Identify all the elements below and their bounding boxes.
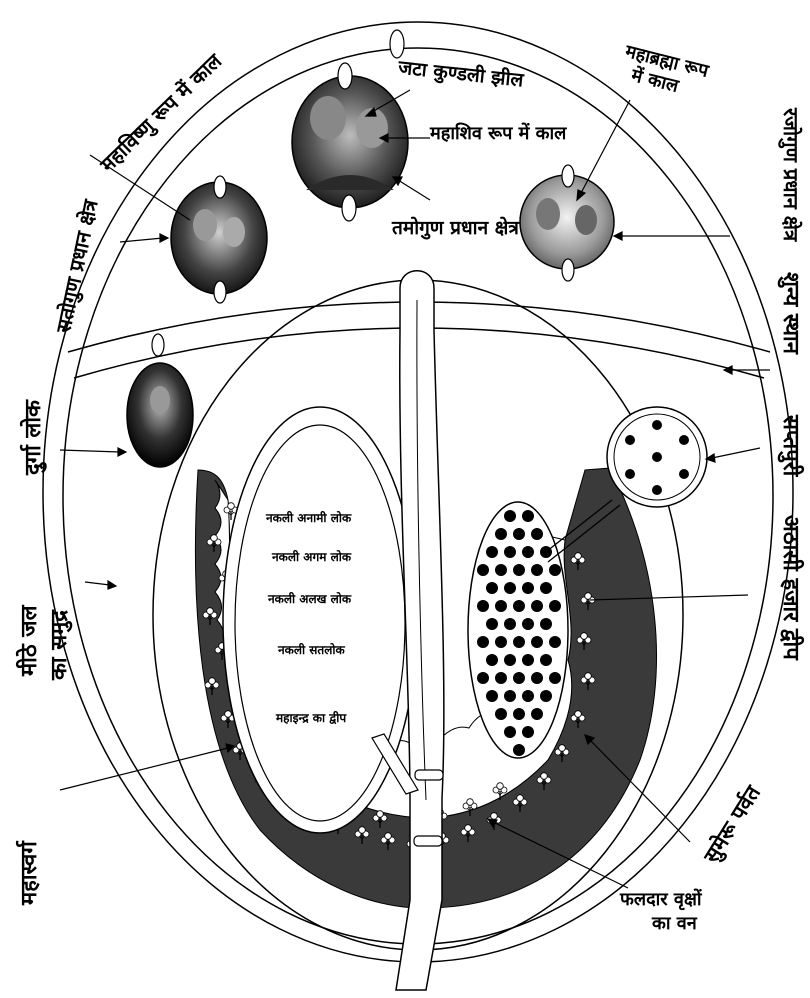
island-dot: [513, 636, 525, 648]
island-dot: [477, 600, 489, 612]
brahma-bottom-node: [562, 259, 574, 281]
island-dot: [540, 582, 552, 594]
island-dot: [513, 528, 525, 540]
label-nakli-agam: नकली अगम लोक: [272, 551, 351, 564]
island-dot: [486, 546, 498, 558]
top-node: [390, 30, 404, 58]
island-dot: [477, 564, 489, 576]
island-dot: [504, 654, 516, 666]
island-dot: [522, 510, 534, 522]
island-dot: [522, 654, 534, 666]
naqli-lok-outer: [223, 407, 417, 833]
label-mahaindra: महाइन्द्र का द्वीप: [276, 712, 346, 725]
island-dot: [504, 726, 516, 738]
island-dot: [531, 708, 543, 720]
island-dot: [522, 618, 534, 630]
island-dot: [522, 582, 534, 594]
shiva-top-node: [338, 63, 352, 89]
brahma-savitri-image: [520, 175, 614, 269]
island-dot: [477, 636, 489, 648]
island-dot: [477, 672, 489, 684]
island-dot: [531, 564, 543, 576]
shaft-ring-1: [415, 770, 443, 780]
island-dot: [486, 582, 498, 594]
island-dot: [549, 600, 561, 612]
island-dot: [522, 690, 534, 702]
label-durga: दुर्गा लोक: [22, 400, 46, 475]
brahma-top-node: [562, 165, 574, 187]
label-meethe-line2: का समुद्र: [48, 610, 72, 680]
island-dot: [495, 564, 507, 576]
island-dot: [513, 600, 525, 612]
shaft-ring-2: [414, 836, 442, 846]
island-dot: [522, 546, 534, 558]
island-dot: [504, 582, 516, 594]
label-shunya: शुन्य स्थान: [778, 272, 802, 354]
island-dot: [540, 690, 552, 702]
island-dot: [513, 564, 525, 576]
island-dot: [495, 708, 507, 720]
island-dot: [513, 708, 525, 720]
shiva-parvati-image: [292, 76, 408, 208]
island-dot: [549, 636, 561, 648]
island-dot: [531, 672, 543, 684]
island-dot: [540, 618, 552, 630]
label-phaldar-line2: का वन: [652, 914, 697, 934]
shiva-bottom-node: [342, 195, 356, 221]
label-nakli-anami: नकली अनामी लोक: [266, 512, 351, 525]
island-dot: [486, 690, 498, 702]
durga-top-node: [152, 334, 164, 356]
label-nakli-satlok: नकली सतलोक: [278, 644, 345, 657]
island-dot: [504, 510, 516, 522]
island-dot: [486, 618, 498, 630]
label-nakli-alakh: नकली अलख लोक: [268, 593, 351, 606]
label-saptpuri: सप्तपुरी: [778, 415, 802, 476]
island-dot: [522, 726, 534, 738]
label-mahashiv: महाशिव रूप में काल: [430, 124, 566, 144]
island-dot: [495, 600, 507, 612]
label-meethe-line1: मीठे जल: [18, 605, 42, 676]
island-dot: [531, 600, 543, 612]
island-dot: [531, 636, 543, 648]
island-dot: [549, 672, 561, 684]
label-tamogun: तमोगुण प्रधान क्षेत्र: [392, 218, 519, 239]
island-dot: [495, 672, 507, 684]
island-dot: [495, 636, 507, 648]
label-atthasi: अठासी हजार द्वीप: [778, 515, 802, 660]
island-dot: [513, 744, 525, 756]
island-dot: [513, 672, 525, 684]
vishnu-lakshmi-image: [171, 182, 267, 294]
island-dot: [495, 528, 507, 540]
label-phaldar-line1: फलदार वृक्षों: [620, 890, 702, 910]
island-dot: [531, 528, 543, 540]
island-dot: [504, 618, 516, 630]
vishnu-bottom-node: [214, 281, 226, 303]
island-dot: [504, 546, 516, 558]
island-dot: [486, 654, 498, 666]
vishnu-top-node: [214, 176, 226, 198]
island-dot: [540, 654, 552, 666]
island-dot: [549, 564, 561, 576]
label-rajogun: रजोगुण प्रधान क्षेत्र: [780, 108, 802, 241]
island-dot: [504, 690, 516, 702]
label-maharswarg: महास्वर्ग: [18, 841, 42, 905]
durga-image: [127, 363, 193, 467]
